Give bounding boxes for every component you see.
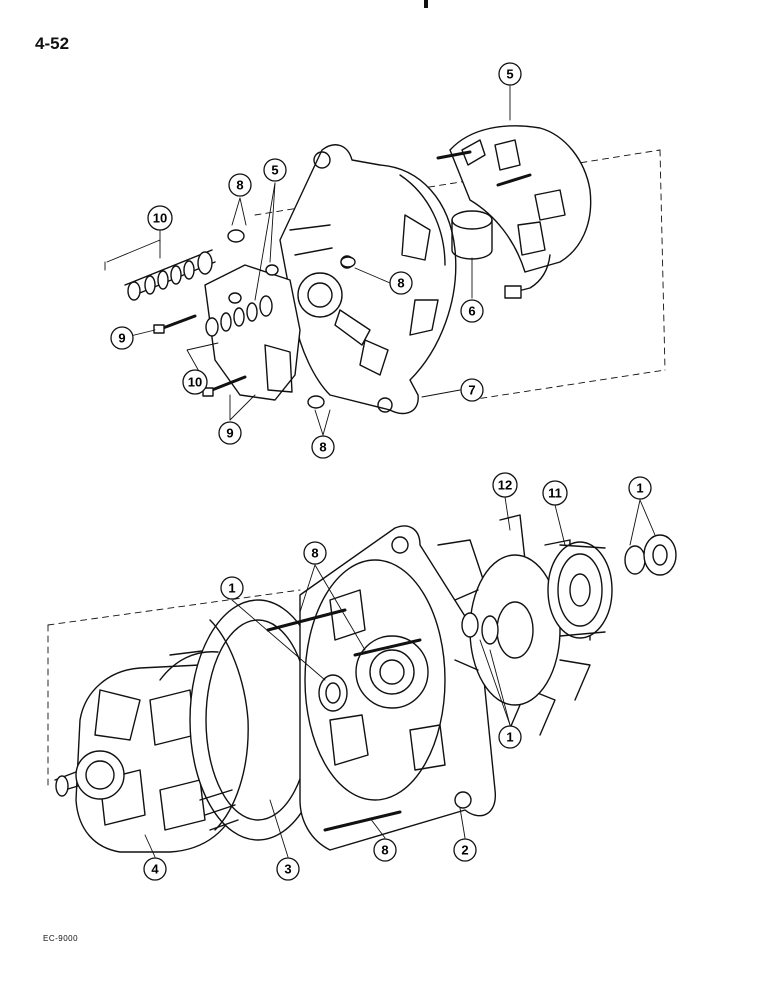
- callout-circle: [218, 421, 242, 445]
- callout-upper-2: 8: [228, 173, 252, 197]
- callout-label: 1: [506, 730, 513, 745]
- shaft-spacer-washers: [461, 612, 499, 645]
- callout-label: 9: [118, 331, 125, 346]
- callout-lower-6: 1: [498, 725, 522, 749]
- callout-circle: [147, 205, 173, 231]
- callout-circle: [453, 838, 477, 862]
- callout-circle: [220, 576, 244, 600]
- callout-label: 2: [461, 843, 468, 858]
- callout-label: 8: [397, 276, 404, 291]
- callout-upper-1: 5: [498, 62, 522, 86]
- drive-end-housing: [299, 525, 496, 851]
- callout-circle: [498, 725, 522, 749]
- callout-upper-9: 7: [460, 378, 484, 402]
- registration-mark-top: [424, 0, 428, 8]
- callout-upper-5: 8: [389, 271, 413, 295]
- callout-circle: [389, 271, 413, 295]
- pulley: [547, 541, 613, 639]
- callout-circle: [276, 857, 300, 881]
- callout-label: 12: [498, 478, 512, 493]
- page-number: 4-52: [35, 34, 70, 53]
- callout-label: 1: [228, 581, 235, 596]
- callout-lower-2: 11: [542, 480, 568, 506]
- callout-label: 4: [151, 862, 159, 877]
- brush-holder-regulator: [436, 125, 592, 299]
- callout-label: 8: [311, 546, 318, 561]
- callout-lower-4: 8: [303, 541, 327, 565]
- callout-circle: [303, 541, 327, 565]
- callout-label: 11: [548, 486, 562, 501]
- callout-upper-10: 9: [218, 421, 242, 445]
- callout-label: 8: [236, 178, 243, 193]
- callout-lower-1: 12: [492, 472, 518, 498]
- callout-circle: [373, 838, 397, 862]
- callout-label: 1: [636, 481, 643, 496]
- callout-circle: [460, 299, 484, 323]
- callout-lower-5: 1: [220, 576, 244, 600]
- callout-label: 7: [468, 383, 475, 398]
- callout-circle: [460, 378, 484, 402]
- lower-stud-washer-stack: [205, 295, 273, 337]
- callout-lower-9: 8: [373, 838, 397, 862]
- rectifier-plate: [204, 264, 301, 401]
- lower-dashed-outline: [47, 589, 301, 791]
- callout-circle: [110, 326, 134, 350]
- bolts: [153, 314, 247, 397]
- callout-upper-11: 8: [311, 435, 335, 459]
- rear-end-housing: [279, 144, 457, 415]
- callout-label: 5: [506, 67, 513, 82]
- stator: [159, 599, 327, 841]
- callout-circle: [498, 62, 522, 86]
- callout-label: 8: [319, 440, 326, 455]
- bearing-spacer: [318, 674, 348, 712]
- callout-circle: [263, 158, 287, 182]
- callout-label: 6: [468, 304, 475, 319]
- callout-lower-7: 4: [143, 857, 167, 881]
- callout-circle: [311, 435, 335, 459]
- callout-circle: [492, 472, 518, 498]
- callout-label: 10: [188, 375, 202, 390]
- bearing-cap: [451, 210, 493, 260]
- callout-upper-3: 5: [263, 158, 287, 182]
- callout-lower-10: 2: [453, 838, 477, 862]
- figure-code: EC-9000: [43, 934, 79, 943]
- lower-leader-lines: [144, 496, 656, 858]
- callout-circle: [542, 480, 568, 506]
- callout-circle: [143, 857, 167, 881]
- callout-upper-7: 9: [110, 326, 134, 350]
- callout-label: 10: [153, 211, 167, 226]
- through-bolts: [266, 608, 422, 832]
- callout-label: 3: [284, 862, 291, 877]
- nuts: [227, 229, 356, 409]
- callout-circle: [182, 369, 208, 395]
- callout-label: 8: [381, 843, 388, 858]
- callout-label: 5: [271, 163, 278, 178]
- callout-upper-8: 10: [182, 369, 208, 395]
- lower-assembly: [47, 496, 677, 858]
- callout-circle: [228, 173, 252, 197]
- pulley-nut-washer: [624, 534, 677, 576]
- callout-upper-6: 6: [460, 299, 484, 323]
- upper-stud-washer-stack: [124, 249, 216, 301]
- callout-label: 9: [226, 426, 233, 441]
- callout-upper-4: 10: [147, 205, 173, 231]
- callout-lower-3: 1: [628, 476, 652, 500]
- callout-circle: [628, 476, 652, 500]
- upper-assembly: [104, 85, 666, 436]
- callout-lower-8: 3: [276, 857, 300, 881]
